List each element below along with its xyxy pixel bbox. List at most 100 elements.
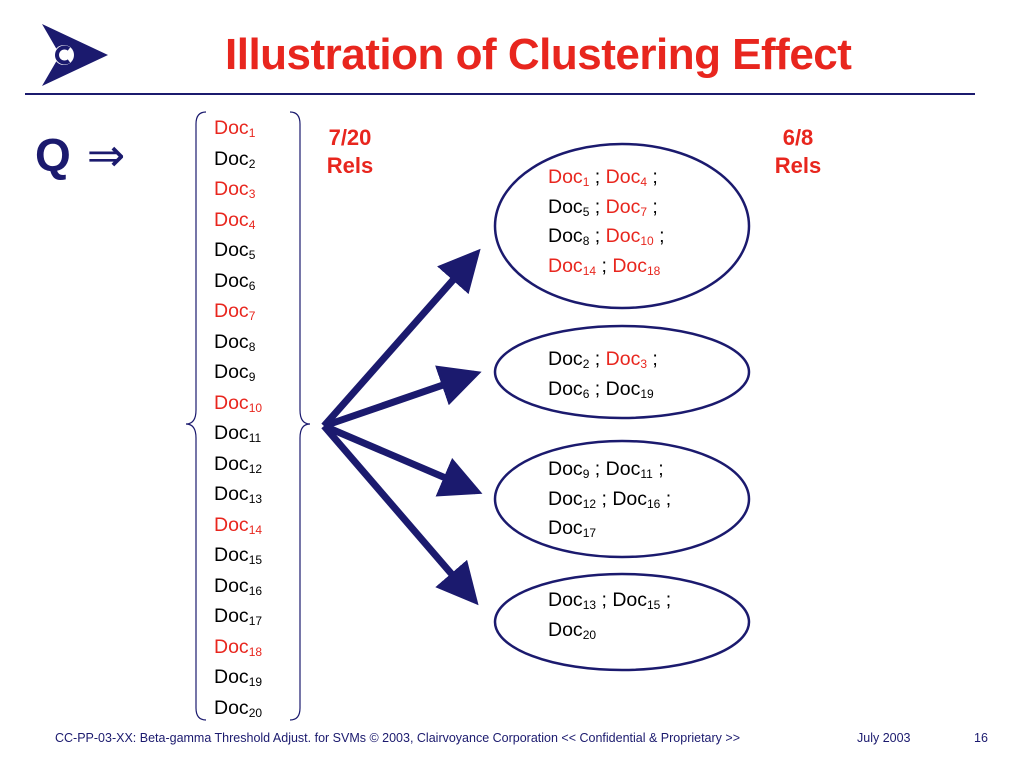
- ranked-doc-item: Doc18: [214, 632, 262, 663]
- cluster-doc: Doc19: [605, 377, 654, 401]
- cluster-ellipse-2: [493, 324, 751, 420]
- doc-label: Doc8: [214, 330, 256, 354]
- ranked-doc-item: Doc16: [214, 571, 262, 602]
- ranked-doc-item: Doc2: [214, 144, 262, 175]
- ranked-doc-item: Doc1: [214, 113, 262, 144]
- footer-text: CC-PP-03-XX: Beta-gamma Threshold Adjust…: [55, 731, 740, 745]
- left-brace: [185, 111, 207, 721]
- cluster-doc: Doc12: [548, 487, 597, 511]
- doc-label: Doc15: [214, 544, 263, 567]
- doc-label: Doc9: [214, 361, 256, 384]
- cluster-ellipse-3: [493, 439, 751, 559]
- cluster-ratio-label: Rels: [774, 153, 822, 178]
- doc-label: Doc13: [214, 483, 263, 506]
- cluster-1: Doc1 ; Doc4 ; Doc5 ; Doc7 ; Doc8 ; Doc10…: [548, 163, 665, 281]
- cluster-doc: Doc13: [548, 589, 597, 612]
- ranked-doc-item: Doc8: [214, 327, 262, 358]
- list-ratio-label: Rels: [326, 153, 374, 178]
- ranked-doc-item: Doc9: [214, 357, 262, 388]
- ranked-doc-item: Doc14: [214, 510, 262, 541]
- doc-label: Doc12: [214, 452, 263, 476]
- cluster-doc: Doc2: [548, 348, 590, 371]
- right-brace: [289, 111, 311, 721]
- cluster-ellipse-4: [493, 572, 751, 672]
- ranked-doc-item: Doc12: [214, 449, 262, 480]
- cluster-line: Doc12 ; Doc16 ;: [548, 487, 672, 511]
- doc-label: Doc5: [214, 239, 256, 262]
- cluster-doc: Doc18: [612, 254, 661, 278]
- implies-arrow-icon: ⇒: [86, 129, 126, 181]
- cluster-doc: Doc14: [548, 254, 597, 278]
- doc-label: Doc1: [214, 117, 256, 140]
- cluster-doc: Doc9: [548, 458, 590, 481]
- cluster-line: Doc6 ; Doc19: [548, 377, 654, 401]
- doc-label: Doc6: [214, 269, 256, 293]
- doc-label: Doc7: [214, 300, 256, 323]
- cluster-doc: Doc10: [605, 225, 654, 248]
- cluster-line: Doc17: [548, 514, 671, 544]
- ranked-doc-item: Doc15: [214, 540, 262, 571]
- cluster-3: Doc9 ; Doc11 ; Doc12 ; Doc16 ; Doc17: [548, 455, 671, 544]
- cluster-doc: Doc15: [612, 589, 661, 612]
- cluster-line: Doc13 ; Doc15 ;: [548, 589, 672, 612]
- ranked-doc-item: Doc17: [214, 601, 262, 632]
- cluster-doc: Doc11: [605, 458, 653, 481]
- cluster-line: Doc14 ; Doc18: [548, 254, 661, 278]
- arrow-to-cluster-1: [321, 248, 481, 429]
- cluster-doc: Doc1: [548, 166, 590, 189]
- ranked-doc-item: Doc13: [214, 479, 262, 510]
- cluster-doc: Doc6: [548, 377, 590, 401]
- doc-label: Doc10: [214, 391, 263, 415]
- doc-label: Doc14: [214, 513, 263, 537]
- cluster-doc: Doc5: [548, 195, 590, 219]
- ranked-doc-item: Doc11: [214, 418, 262, 449]
- ranked-doc-item: Doc3: [214, 174, 262, 205]
- query-label: Q⇒: [35, 128, 125, 182]
- doc-label: Doc11: [214, 422, 262, 445]
- cluster-doc: Doc8: [548, 225, 590, 248]
- doc-label: Doc20: [214, 696, 263, 720]
- company-logo-icon: [42, 24, 108, 86]
- list-relevance-ratio: 7/20 Rels: [310, 124, 390, 180]
- doc-label: Doc3: [214, 178, 256, 201]
- ranked-doc-item: Doc6: [214, 266, 262, 297]
- cluster-ratio-value: 6/8: [782, 125, 814, 150]
- cluster-relevance-ratio: 6/8 Rels: [758, 124, 838, 180]
- cluster-doc: Doc16: [612, 487, 661, 511]
- ranked-doc-item: Doc7: [214, 296, 262, 327]
- page-number: 16: [974, 731, 988, 745]
- cluster-2: Doc2 ; Doc3 ; Doc6 ; Doc19: [548, 345, 658, 404]
- doc-label: Doc19: [214, 666, 263, 689]
- arrow-to-cluster-2: [322, 365, 482, 430]
- cluster-doc: Doc7: [605, 195, 648, 219]
- cluster-4: Doc13 ; Doc15 ; Doc20: [548, 586, 671, 645]
- arrow-to-cluster-3: [322, 422, 483, 497]
- list-ratio-value: 7/20: [328, 125, 372, 150]
- cluster-line: Doc20: [548, 616, 671, 646]
- cluster-doc: Doc4: [605, 166, 648, 189]
- cluster-ellipse-1: [493, 142, 751, 310]
- doc-label: Doc18: [214, 635, 263, 659]
- slide-title: Illustration of Clustering Effect: [225, 30, 852, 79]
- doc-label: Doc4: [214, 208, 256, 232]
- ranked-doc-item: Doc20: [214, 693, 262, 724]
- doc-label: Doc2: [214, 147, 256, 171]
- ranked-doc-item: Doc19: [214, 662, 262, 693]
- cluster-line: Doc9 ; Doc11 ;: [548, 458, 664, 481]
- ranked-doc-item: Doc5: [214, 235, 262, 266]
- cluster-doc: Doc20: [548, 618, 597, 642]
- cluster-line: Doc5 ; Doc7 ;: [548, 195, 658, 219]
- cluster-doc: Doc3: [605, 348, 648, 371]
- ranked-doc-item: Doc4: [214, 205, 262, 236]
- cluster-line: Doc2 ; Doc3 ;: [548, 348, 658, 371]
- cluster-doc: Doc17: [548, 517, 597, 540]
- cluster-line: Doc1 ; Doc4 ;: [548, 166, 658, 189]
- title-divider: [25, 93, 975, 95]
- doc-label: Doc17: [214, 605, 263, 628]
- footer-date: July 2003: [857, 731, 911, 745]
- query-letter: Q: [35, 129, 71, 181]
- ranked-doc-item: Doc10: [214, 388, 262, 419]
- arrow-to-cluster-4: [321, 423, 479, 606]
